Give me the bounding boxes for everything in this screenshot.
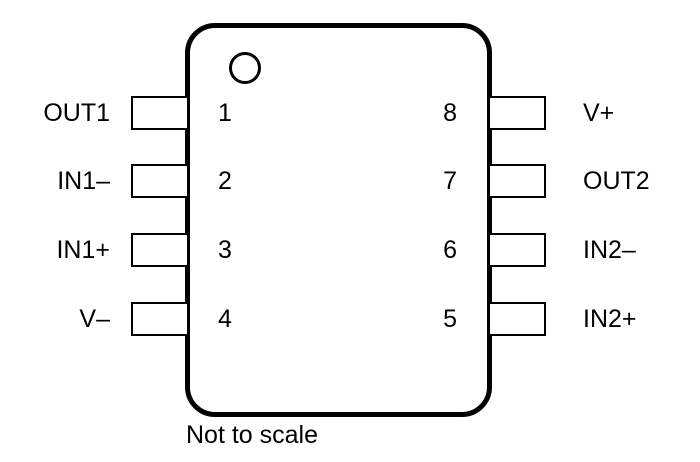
pin-label-in2-minus: IN2–: [583, 236, 636, 264]
pin-lead-left-3: [131, 233, 189, 267]
pin1-indicator-icon: [229, 52, 261, 84]
pin-lead-left-2: [131, 164, 189, 198]
pin-label-v-minus: V–: [79, 305, 110, 333]
pin-number-2: 2: [218, 167, 232, 195]
pin-number-1: 1: [218, 99, 232, 127]
pin-label-in2-plus: IN2+: [583, 305, 637, 333]
pin-number-5: 5: [443, 305, 457, 333]
pin-number-3: 3: [218, 236, 232, 264]
pin-label-out2: OUT2: [583, 167, 650, 195]
ic-package-body: [185, 23, 492, 417]
pin-label-v-plus: V+: [583, 99, 615, 127]
pin-label-out1: OUT1: [43, 99, 110, 127]
not-to-scale-caption: Not to scale: [186, 421, 319, 449]
pin-lead-left-4: [131, 302, 189, 336]
pin-lead-right-8: [488, 96, 546, 130]
pin-lead-right-7: [488, 164, 546, 198]
pin-label-in1-plus: IN1+: [56, 236, 110, 264]
pin-lead-right-6: [488, 233, 546, 267]
pin-number-6: 6: [443, 236, 457, 264]
pin-lead-left-1: [131, 96, 189, 130]
pin-number-7: 7: [443, 167, 457, 195]
pin-number-8: 8: [443, 99, 457, 127]
pin-label-in1-minus: IN1–: [57, 167, 110, 195]
pin-lead-right-5: [488, 302, 546, 336]
pin-number-4: 4: [218, 305, 232, 333]
